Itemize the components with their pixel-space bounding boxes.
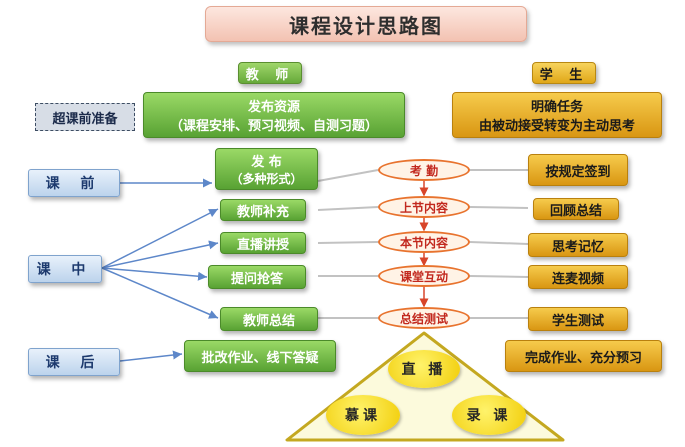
teacher-main-line2: （课程安排、预习视频、自测习题）: [169, 119, 378, 134]
teacher-publish-resources: 发布资源 （课程安排、预习视频、自测习题）: [143, 92, 405, 138]
page-title: 课程设计思路图: [205, 6, 527, 42]
line-teacher-flow-1: [317, 169, 379, 182]
line-during-live: [101, 240, 219, 269]
student-step-review: 回顾总结: [533, 198, 619, 220]
teacher-step-publish: 发 布 （多种形式）: [215, 148, 318, 190]
triangle-recorded: 录 课: [452, 395, 526, 435]
teacher-header: 教 师: [238, 62, 302, 84]
line-flow-student-3: [469, 241, 529, 245]
line-during-supplement: [101, 208, 219, 269]
flow-previous-content: 上节内容: [378, 196, 470, 218]
line-flow-student-2: [469, 206, 529, 209]
student-header: 学 生: [532, 62, 596, 84]
phase-before: 课 前: [28, 169, 120, 197]
student-step-test: 学生测试: [528, 307, 628, 331]
teacher-main-line1: 发布资源: [247, 100, 300, 115]
flow-current-content: 本节内容: [378, 231, 470, 253]
flow-interaction: 课堂互动: [378, 265, 470, 287]
student-step-video: 连麦视频: [528, 265, 628, 289]
triangle-live: 直 播: [388, 350, 460, 388]
teacher-step-question: 提问抢答: [208, 265, 306, 289]
line-flow-student-4: [469, 275, 529, 278]
phase-during: 课 中: [28, 255, 102, 283]
teacher-step-summary: 教师总结: [220, 307, 318, 331]
publish-line1: 发 布: [251, 155, 282, 170]
flow-attendance: 考 勤: [378, 159, 470, 181]
student-main-line1: 明确任务: [530, 100, 583, 115]
teacher-step-after: 批改作业、线下答疑: [184, 340, 336, 372]
line-during-summary: [101, 267, 219, 319]
line-teacher-flow-2: [317, 206, 379, 211]
line-during-question: [101, 267, 208, 281]
teacher-step-supplement: 教师补充: [220, 199, 306, 221]
triangle-mooc: 慕课: [326, 395, 400, 435]
prep-label: 超课前准备: [35, 103, 135, 131]
student-main-line2: 由被动接受转变为主动思考: [478, 119, 635, 134]
student-step-after: 完成作业、充分预习: [505, 340, 662, 372]
teacher-step-live: 直播讲授: [220, 232, 306, 254]
student-step-signin: 按规定签到: [528, 154, 628, 186]
publish-line2: （多种形式）: [230, 172, 303, 186]
flow-summary-test: 总结测试: [378, 307, 470, 329]
student-step-memorize: 思考记忆: [528, 233, 628, 257]
line-after-task: [119, 350, 183, 362]
student-clear-task: 明确任务 由被动接受转变为主动思考: [452, 92, 662, 138]
line-teacher-flow-3: [317, 241, 379, 244]
phase-after: 课 后: [28, 348, 120, 376]
